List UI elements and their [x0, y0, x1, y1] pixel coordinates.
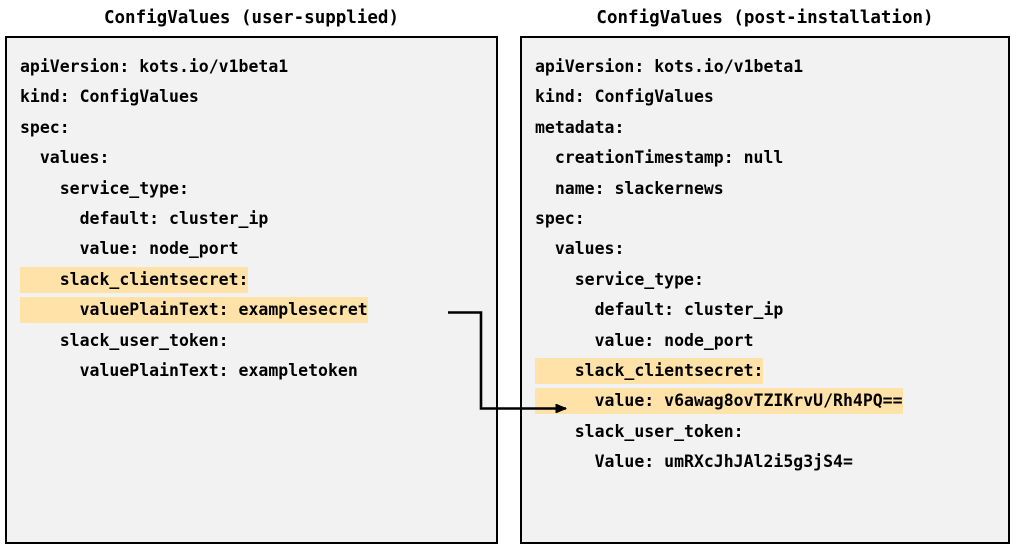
- yaml-line: value: node_port: [535, 326, 903, 356]
- yaml-line-text: apiVersion: kots.io/v1beta1: [20, 57, 289, 76]
- yaml-line: service_type:: [535, 265, 903, 295]
- yaml-line: metadata:: [535, 113, 903, 143]
- right-yaml-block: apiVersion: kots.io/v1beta1 kind: ConfigV…: [522, 38, 903, 477]
- yaml-line: value: v6awag8ovTZIKrvU/Rh4PQ==: [535, 386, 903, 416]
- yaml-line: spec:: [535, 204, 903, 234]
- yaml-line-text: slack_clientsecret:: [20, 266, 249, 293]
- yaml-line: name: slackernews: [535, 174, 903, 204]
- right-config-values-panel: apiVersion: kots.io/v1beta1 kind: ConfigV…: [520, 36, 1010, 544]
- yaml-line-text: kind: ConfigValues: [20, 87, 199, 107]
- yaml-line: default: cluster_ip: [20, 204, 368, 234]
- yaml-line: kind: ConfigValues: [20, 82, 368, 112]
- yaml-line-text: default: cluster_ip: [535, 300, 784, 320]
- yaml-line: apiVersion: kots.io/v1beta1: [535, 52, 903, 82]
- yaml-line-text: default: cluster_ip: [20, 208, 269, 228]
- yaml-line-text: spec:: [535, 208, 585, 228]
- yaml-line: values:: [20, 143, 368, 173]
- yaml-line-text: creationTimestamp: null: [535, 148, 784, 168]
- right-panel-title: ConfigValues (post-installation): [596, 8, 934, 28]
- yaml-line-text: value: node_port: [535, 330, 754, 350]
- yaml-line-text: value: node_port: [20, 239, 239, 259]
- yaml-line: value: node_port: [20, 234, 368, 264]
- yaml-line-text: value: v6awag8ovTZIKrvU/Rh4PQ==: [535, 388, 903, 415]
- yaml-line: spec:: [20, 113, 368, 143]
- yaml-line: service_type:: [20, 174, 368, 204]
- yaml-line: valuePlainText: exampletoken: [20, 356, 368, 386]
- yaml-line-text: Value: umRXcJhJAl2i5g3jS4=: [535, 452, 853, 472]
- yaml-line: values:: [535, 234, 903, 264]
- yaml-line: default: cluster_ip: [535, 295, 903, 325]
- yaml-line-text: slack_user_token:: [535, 421, 744, 441]
- yaml-line: Value: umRXcJhJAl2i5g3jS4=: [535, 447, 903, 477]
- yaml-line: slack_clientsecret:: [535, 356, 903, 386]
- yaml-line-text: service_type:: [20, 178, 189, 198]
- left-panel-title: ConfigValues (user-supplied): [103, 8, 399, 28]
- yaml-line: kind: ConfigValues: [535, 82, 903, 112]
- yaml-line: creationTimestamp: null: [535, 143, 903, 173]
- yaml-line-text: slack_user_token:: [20, 330, 229, 350]
- yaml-line: slack_user_token:: [20, 326, 368, 356]
- yaml-line-text: spec:: [20, 117, 70, 137]
- yaml-line-text: service_type:: [535, 269, 704, 289]
- yaml-line: apiVersion: kots.io/v1beta1: [20, 52, 368, 82]
- yaml-line-text: slack_clientsecret:: [535, 357, 764, 384]
- left-config-values-panel: apiVersion: kots.io/v1beta1 kind: ConfigV…: [5, 36, 498, 544]
- yaml-line-text: values:: [20, 148, 110, 168]
- yaml-line-text: name: slackernews: [535, 178, 724, 198]
- yaml-line: valuePlainText: examplesecret: [20, 295, 368, 325]
- yaml-line-text: values:: [535, 239, 625, 259]
- yaml-line-text: metadata:: [535, 117, 625, 137]
- yaml-line-text: valuePlainText: examplesecret: [20, 297, 368, 324]
- left-yaml-block: apiVersion: kots.io/v1beta1 kind: ConfigV…: [7, 38, 368, 386]
- yaml-line: slack_clientsecret:: [20, 265, 368, 295]
- yaml-line-text: valuePlainText: exampletoken: [20, 360, 358, 380]
- yaml-line: slack_user_token:: [535, 417, 903, 447]
- yaml-line-text: apiVersion: kots.io/v1beta1: [535, 57, 804, 76]
- yaml-line-text: kind: ConfigValues: [535, 87, 714, 107]
